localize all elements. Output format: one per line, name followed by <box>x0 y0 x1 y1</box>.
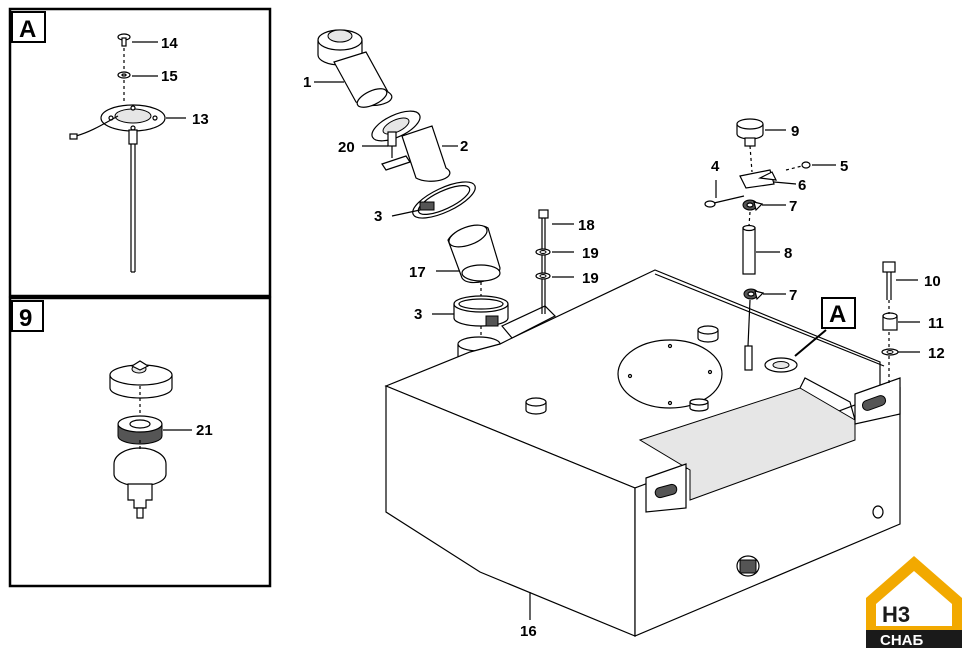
top-boss <box>525 397 547 415</box>
label-2: 2 <box>460 138 468 155</box>
callout-a-badge: A <box>829 301 846 328</box>
nut-5 <box>785 161 836 171</box>
label-7-lower: 7 <box>789 287 797 304</box>
fuel-tank-16 <box>384 269 901 637</box>
label-12: 12 <box>928 345 945 362</box>
screw-14 <box>117 33 158 47</box>
mounting-hardware <box>881 261 920 386</box>
label-14: 14 <box>161 35 178 52</box>
label-16: 16 <box>520 623 537 640</box>
hose-clamp-3-lower <box>432 295 509 327</box>
label-7-upper: 7 <box>789 198 797 215</box>
bushing-11 <box>882 312 920 331</box>
label-21: 21 <box>196 422 213 439</box>
label-3-lower: 3 <box>414 306 422 323</box>
part-labels: 1 2 3 3 4 5 6 7 7 8 9 10 11 12 16 17 18 … <box>303 74 945 640</box>
hose-clip-7-upper <box>742 199 786 212</box>
label-9: 9 <box>791 123 799 140</box>
label-4: 4 <box>711 158 720 175</box>
washer-15 <box>117 71 158 79</box>
fuel-level-sensor-13 <box>69 104 186 273</box>
bracket-20 <box>362 131 411 171</box>
bolt-10 <box>882 261 918 300</box>
detail-a-panel: A 14 <box>8 7 272 298</box>
rubber-elbow-17 <box>436 224 501 283</box>
label-10: 10 <box>924 273 941 290</box>
screw-4 <box>704 180 745 208</box>
detail-9-badge: 9 <box>19 305 32 332</box>
breather-cap-9 <box>736 118 786 147</box>
cap-body <box>113 447 167 519</box>
breather-assembly <box>704 118 836 371</box>
strainer-ring-21 <box>117 415 192 445</box>
label-17: 17 <box>409 264 426 281</box>
label-11: 11 <box>928 315 944 332</box>
label-13: 13 <box>192 111 209 128</box>
top-boss <box>689 398 709 412</box>
hose-clamp-3-upper <box>391 181 476 219</box>
mounting-bracket-right <box>854 377 901 425</box>
filler-pipe-1 <box>314 29 393 108</box>
top-boss <box>697 325 719 343</box>
label-19-upper: 19 <box>582 245 599 262</box>
brand-logo: Н3 СНАБ <box>866 556 962 649</box>
filler-cap <box>109 360 173 399</box>
label-18: 18 <box>578 217 595 234</box>
label-3-upper: 3 <box>374 208 382 225</box>
filler-neck-assembly <box>314 29 509 372</box>
breather-tube-8 <box>742 224 780 275</box>
detail-9-panel: 9 21 <box>8 296 272 588</box>
label-6: 6 <box>798 177 806 194</box>
label-1: 1 <box>303 74 311 91</box>
logo-mark: Н3 <box>882 602 910 627</box>
washer-12 <box>881 348 920 356</box>
callout-a: A <box>794 297 856 357</box>
bracket-6 <box>739 169 797 189</box>
drain-plug <box>736 555 760 577</box>
logo-text: СНАБ <box>880 632 923 649</box>
label-5: 5 <box>840 158 848 175</box>
detail-a-badge: A <box>19 16 36 43</box>
label-20: 20 <box>338 139 355 156</box>
label-15: 15 <box>161 68 178 85</box>
label-19-lower: 19 <box>582 270 599 287</box>
filler-section-2 <box>371 110 458 182</box>
hose-clip-7-lower <box>743 288 786 301</box>
label-8: 8 <box>784 245 792 262</box>
bolt-18-set <box>535 209 574 314</box>
